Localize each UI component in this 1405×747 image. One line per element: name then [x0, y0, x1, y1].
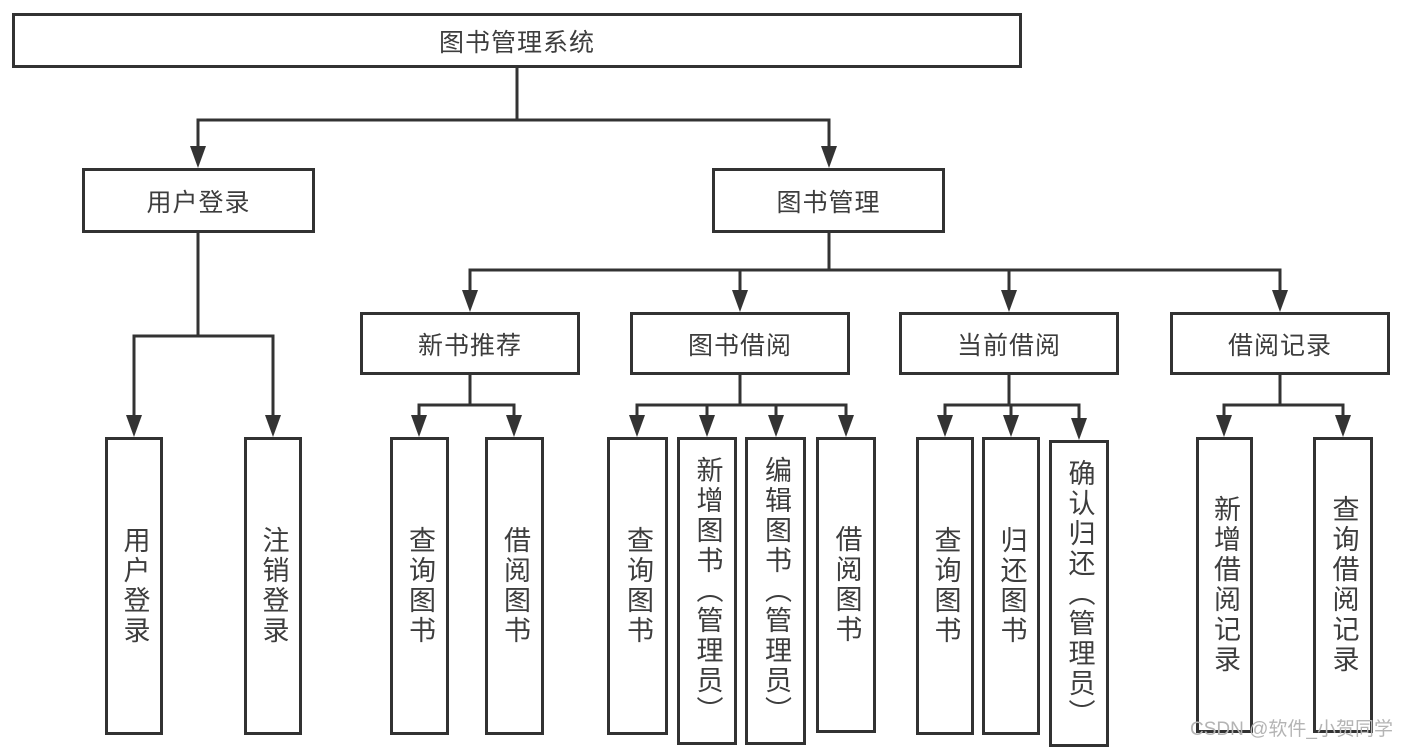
csdn-watermark: CSDN @软件_小贺同学: [1190, 719, 1393, 740]
leaf-edit-books-admin: 编辑图书（管理员）: [745, 437, 806, 745]
leaf-label: 查询借阅记录: [1328, 495, 1359, 675]
arrowheads: [126, 146, 1351, 440]
arrow-icon: [190, 146, 206, 168]
leaf-label: 归还图书: [996, 526, 1027, 646]
leaf-query-borrow-record: 查询借阅记录: [1313, 437, 1373, 733]
arrow-icon: [126, 415, 142, 437]
arrow-icon: [629, 415, 645, 437]
leaf-label: 新增借阅记录: [1210, 495, 1240, 675]
wire-borrow-to-leaves: [635, 375, 848, 419]
leaf-add-borrow-record: 新增借阅记录: [1196, 437, 1253, 733]
leaf-query-books-3: 查询图书: [916, 437, 974, 735]
leaf-label: 编辑图书（管理员）: [761, 456, 791, 726]
node-user-login: 用户登录: [82, 168, 315, 233]
arrow-icon: [1003, 415, 1019, 437]
arrow-icon: [821, 146, 837, 168]
node-book-management: 图书管理: [712, 168, 945, 233]
wire-records-to-leaves: [1222, 375, 1345, 419]
leaf-label: 查询图书: [930, 526, 961, 646]
arrow-icon: [411, 415, 427, 437]
node-borrowing-records: 借阅记录: [1170, 312, 1390, 375]
arrow-icon: [937, 415, 953, 437]
leaf-user-login: 用户登录: [105, 437, 163, 735]
arrow-icon: [732, 290, 748, 312]
leaf-add-books-admin: 新增图书（管理员）: [677, 437, 737, 745]
leaf-borrow-books-1: 借阅图书: [485, 437, 544, 735]
node-book-borrowing: 图书借阅: [630, 312, 850, 375]
leaf-label: 用户登录: [119, 526, 150, 646]
arrow-icon: [699, 415, 715, 437]
wire-root-to-level2: [196, 68, 831, 150]
wire-mgmt-to-sections: [468, 233, 1282, 294]
arrow-icon: [1071, 418, 1087, 440]
node-new-book-recommend: 新书推荐: [360, 312, 580, 375]
arrow-icon: [1001, 290, 1017, 312]
node-root-system: 图书管理系统: [12, 13, 1022, 68]
wire-current-to-leaves: [943, 375, 1081, 422]
arrow-icon: [838, 415, 854, 437]
leaf-label: 确认归还（管理员）: [1064, 458, 1095, 729]
leaf-borrow-books-2: 借阅图书: [816, 437, 876, 733]
arrow-icon: [265, 415, 281, 437]
arrow-icon: [462, 290, 478, 312]
leaf-label: 借阅图书: [831, 525, 862, 645]
leaf-label: 查询图书: [405, 526, 435, 646]
node-current-borrowing: 当前借阅: [899, 312, 1119, 375]
wire-user-to-leaves: [132, 233, 275, 419]
arrow-icon: [1272, 290, 1288, 312]
leaf-query-books-1: 查询图书: [390, 437, 449, 735]
leaf-logout: 注销登录: [244, 437, 302, 735]
wire-newbook-to-leaves: [417, 375, 516, 419]
arrow-icon: [1216, 415, 1232, 437]
arrow-icon: [1335, 415, 1351, 437]
leaf-label: 新增图书（管理员）: [692, 456, 723, 726]
arrow-icon: [768, 415, 784, 437]
leaf-query-books-2: 查询图书: [607, 437, 668, 735]
arrow-icon: [506, 415, 522, 437]
leaf-return-books: 归还图书: [982, 437, 1040, 735]
leaf-label: 注销登录: [258, 526, 289, 646]
leaf-confirm-return-admin: 确认归还（管理员）: [1049, 440, 1109, 747]
leaf-label: 查询图书: [623, 526, 653, 646]
leaf-label: 借阅图书: [500, 526, 530, 646]
